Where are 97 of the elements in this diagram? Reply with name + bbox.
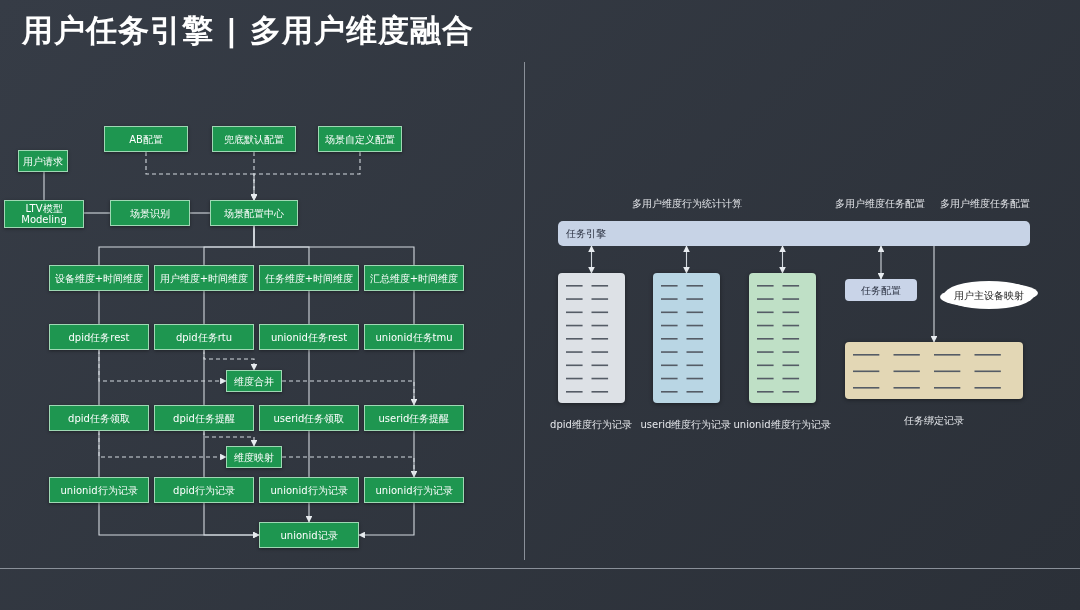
arrow (877, 245, 885, 280)
connector-line (98, 349, 100, 406)
connector-line (308, 290, 310, 325)
arrow (588, 245, 595, 274)
process-box (49, 405, 149, 431)
connector-line (83, 212, 111, 214)
node-text: userid任务领取 (273, 412, 345, 424)
process-box (110, 200, 190, 226)
record-card (845, 342, 1023, 399)
process-box (259, 265, 359, 291)
record-card (558, 273, 625, 403)
process-box (4, 200, 84, 228)
node-text: 维度映射 (234, 451, 274, 463)
node-text: 维度合并 (234, 375, 274, 387)
card-caption: userid维度行为记录 (640, 418, 732, 432)
node-text: 场景自定义配置 (325, 133, 395, 145)
engine-bar (558, 221, 1030, 246)
process-box (49, 265, 149, 291)
arrow (281, 380, 418, 406)
process-box (104, 126, 188, 152)
arrow (281, 456, 418, 478)
process-box (364, 477, 464, 503)
process-box (364, 265, 464, 291)
connector-line (203, 430, 205, 478)
connector-line (308, 430, 310, 478)
process-box (210, 200, 298, 226)
process-box (154, 324, 254, 350)
arrow (358, 502, 415, 539)
connector-line (98, 290, 100, 325)
config-box (845, 279, 917, 301)
process-box (226, 446, 282, 468)
connector-line (413, 349, 415, 406)
connector-line (203, 349, 205, 406)
node-text: 用户主设备映射 (954, 289, 1024, 301)
process-box (226, 370, 282, 392)
process-box (154, 477, 254, 503)
card-caption: 任务绑定记录 (904, 414, 964, 428)
connector-line (98, 430, 100, 478)
node-text: 任务引擎 (566, 228, 606, 239)
node-text: 场景识别 (130, 207, 170, 219)
arrow (250, 151, 361, 201)
connector-line (413, 430, 415, 478)
process-box (18, 150, 68, 172)
process-box (318, 126, 402, 152)
process-box (259, 405, 359, 431)
node-text: 用户请求 (23, 155, 63, 167)
process-box (259, 522, 359, 548)
node-text: dpid任务提醒 (173, 412, 235, 424)
process-box (49, 477, 149, 503)
section-label: 多用户维度任务配置 (835, 197, 925, 211)
node-text: unionid行为记录 (375, 484, 453, 496)
node-text: dpid任务领取 (68, 412, 130, 424)
record-card (653, 273, 720, 403)
node-text: unionid行为记录 (60, 484, 138, 496)
connector-line (308, 349, 310, 406)
arrow (683, 245, 690, 274)
node-text: unionid任务tmu (375, 331, 453, 343)
node-text: unionid任务rest (270, 331, 348, 343)
cloud-shape (944, 281, 1034, 309)
node-text: 兜底默认配置 (224, 133, 284, 145)
connector-line (253, 225, 415, 266)
process-box (259, 477, 359, 503)
node-text: 任务维度+时间维度 (264, 272, 354, 284)
node-text: 场景配置中心 (224, 207, 284, 219)
node-text: dpid行为记录 (173, 484, 235, 496)
arrow (930, 245, 938, 343)
process-box (259, 324, 359, 350)
process-box (212, 126, 296, 152)
node-text: LTV模型 Modeling (20, 203, 68, 225)
connector-line (43, 171, 45, 201)
node-text: unionid行为记录 (270, 484, 348, 496)
process-box (364, 324, 464, 350)
connector-line (413, 290, 415, 325)
section-label: 多用户维度任务配置 (940, 197, 1030, 211)
record-card (749, 273, 816, 403)
connector-line (189, 212, 211, 214)
card-caption: unionid维度行为记录 (733, 418, 831, 432)
slide-title: 用户任务引擎 | 多用户维度融合 (22, 11, 474, 51)
node-text: dpid任务rest (68, 331, 130, 343)
arrow (203, 502, 260, 539)
arrow (305, 502, 313, 523)
node-text: 汇总维度+时间维度 (369, 272, 459, 284)
section-label: 多用户维度行为统计计算 (632, 197, 742, 211)
process-box (154, 405, 254, 431)
node-text: AB配置 (129, 133, 163, 145)
node-text: 设备维度+时间维度 (54, 272, 144, 284)
node-text: 用户维度+时间维度 (159, 272, 249, 284)
process-box (154, 265, 254, 291)
node-text: 任务配置 (861, 284, 901, 296)
node-text: dpid任务rtu (175, 331, 233, 343)
card-caption: dpid维度行为记录 (550, 418, 632, 432)
connector-line (203, 290, 205, 325)
node-text: userid任务提醒 (378, 412, 450, 424)
arrow (779, 245, 786, 274)
process-box (49, 324, 149, 350)
process-box (364, 405, 464, 431)
node-text: unionid记录 (280, 529, 338, 541)
